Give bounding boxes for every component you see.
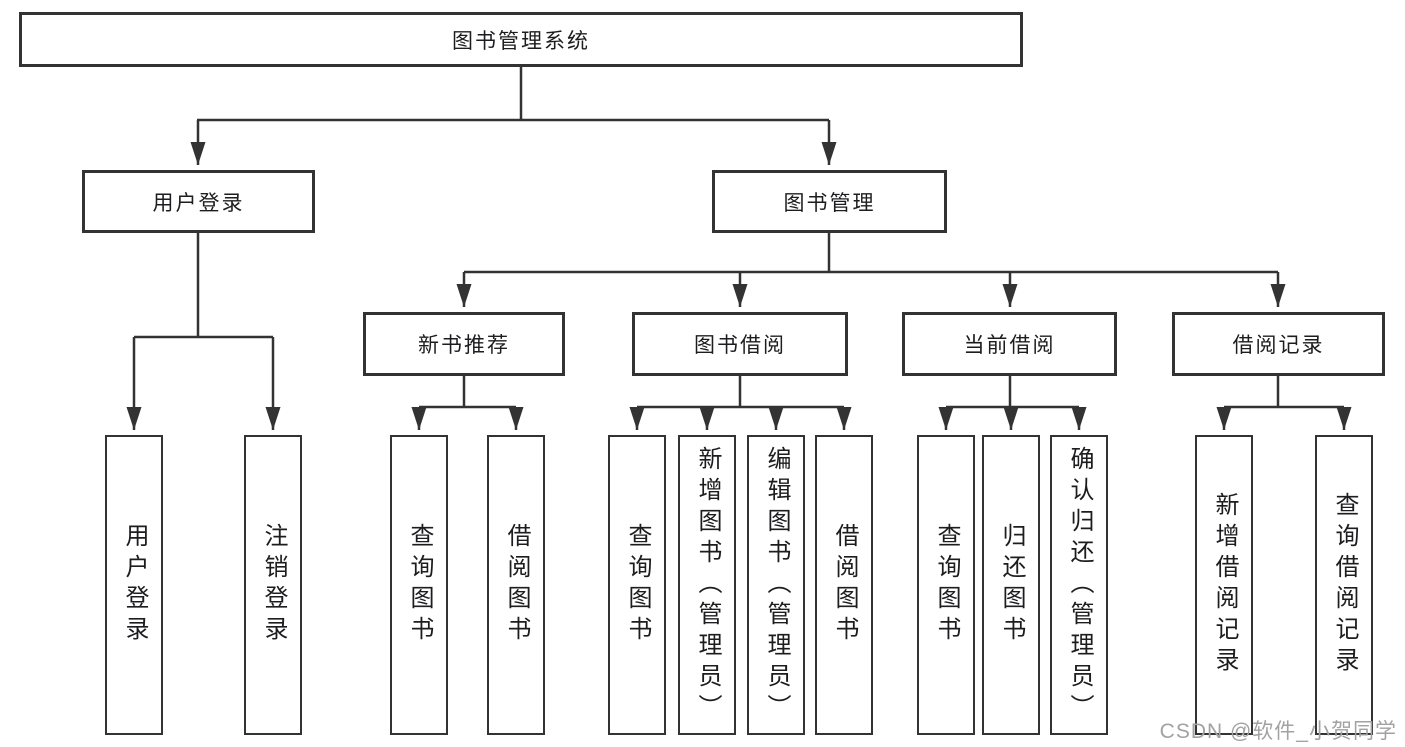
node-borrowing-records: 借阅记录 [1172,312,1385,376]
leaf-label: 用户登录 [121,523,148,647]
leaf-borrow-books-recommend: 借阅图书 [487,435,545,735]
leaf-label: 查询图书 [624,523,651,647]
leaf-label: 借阅图书 [503,523,530,647]
leaf-label: 查询图书 [406,523,433,647]
leaf-label: 确认归还（管理员） [1066,445,1093,725]
leaf-query-books-recommend: 查询图书 [390,435,448,735]
leaf-label: 查询借阅记录 [1331,492,1358,678]
csdn-watermark: CSDN @软件_小贺同学 [1159,720,1397,743]
leaf-confirm-return-admin: 确认归还（管理员） [1050,435,1108,735]
leaf-label: 编辑图书（管理员） [763,445,790,725]
leaf-query-books-current: 查询图书 [917,435,975,735]
leaf-return-book: 归还图书 [982,435,1040,735]
leaf-logout: 注销登录 [244,435,302,735]
leaf-label: 注销登录 [260,523,287,647]
node-book-management-branch: 图书管理 [712,170,947,233]
leaf-label: 借阅图书 [831,523,858,647]
leaf-label: 新增借阅记录 [1211,492,1238,678]
node-library-management-system: 图书管理系统 [19,12,1023,67]
leaf-query-books-borrow: 查询图书 [608,435,666,735]
leaf-label: 新增图书（管理员） [694,445,721,725]
node-user-login-branch: 用户登录 [82,170,315,233]
node-current-borrowing: 当前借阅 [902,312,1117,376]
leaf-borrow-books: 借阅图书 [815,435,873,735]
leaf-user-login: 用户登录 [105,435,163,735]
node-book-borrowing: 图书借阅 [632,312,848,376]
leaf-add-book-admin: 新增图书（管理员） [678,435,736,735]
leaf-add-borrow-record: 新增借阅记录 [1195,435,1253,735]
leaf-edit-book-admin: 编辑图书（管理员） [747,435,805,735]
node-new-book-recommendation: 新书推荐 [363,312,565,376]
leaf-label: 归还图书 [998,523,1025,647]
leaf-label: 查询图书 [933,523,960,647]
leaf-query-borrow-record: 查询借阅记录 [1315,435,1373,735]
